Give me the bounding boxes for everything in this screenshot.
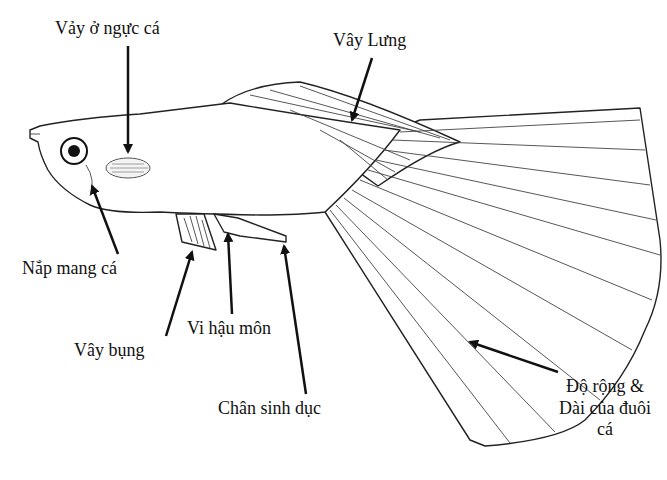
pelvic-fin-label: Vây bụng	[74, 340, 145, 362]
scale-label: Vảy ở ngực cá	[55, 18, 160, 40]
gonopodium-label: Chân sinh dục	[218, 398, 321, 420]
gill-cover-label: Nắp mang cá	[22, 258, 117, 280]
tail-label: Độ rộng & Dài của đuôi cá	[555, 376, 655, 441]
anal-fin-label: Vi hậu môn	[187, 318, 271, 340]
dorsal-fin-label: Vây Lưng	[333, 30, 406, 52]
